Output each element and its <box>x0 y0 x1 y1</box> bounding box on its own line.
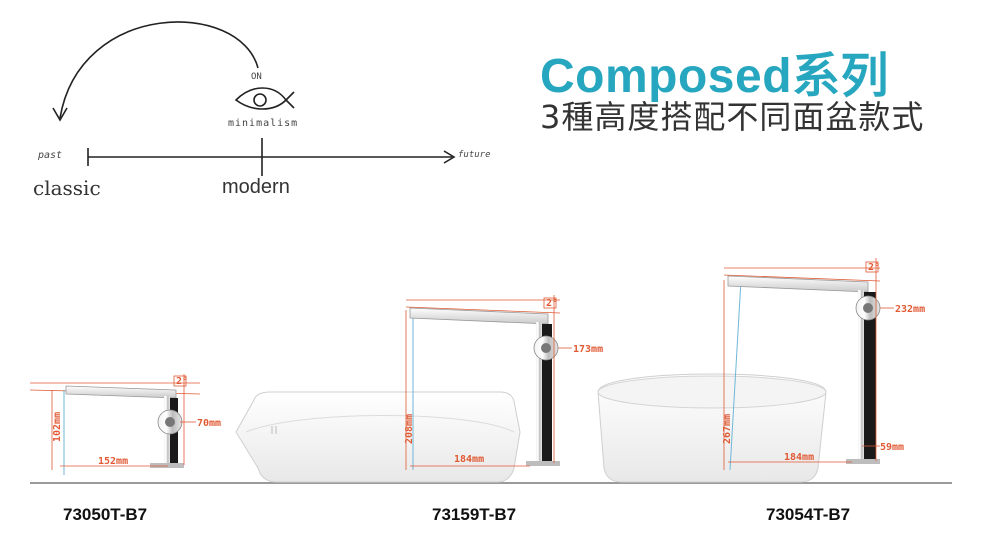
model-label-73054: 73054T-B7 <box>766 505 851 524</box>
sketch-on-label: ON <box>251 72 262 82</box>
faucet-73159 <box>405 295 572 470</box>
dim-height-73054: 267mm <box>722 414 733 444</box>
model-label-73159: 73159T-B7 <box>432 505 517 524</box>
dim-angle-73159: 2° <box>546 298 558 309</box>
sketch-minimalism-label: minimalism <box>228 118 299 129</box>
dim-spout-73159: 173mm <box>573 344 603 355</box>
dim-spout-73050: 70mm <box>197 418 221 429</box>
sketch-future-label: future <box>458 150 491 160</box>
dim-height-73050: 102mm <box>52 412 63 442</box>
sketch-past-label: past <box>38 150 63 161</box>
faucet-73054 <box>723 258 894 471</box>
dim-base-73159: 184mm <box>454 454 484 465</box>
sketch-classic-label: classic <box>33 176 101 200</box>
dim-base-73054: 184mm <box>784 452 814 463</box>
sketch-eye-icon <box>234 87 295 110</box>
dim-angle-73054: 2° <box>868 262 880 273</box>
dim-base-73050: 152mm <box>98 456 128 467</box>
dim-handle-73054: 59mm <box>880 442 904 453</box>
basin-round <box>597 373 827 483</box>
dim-spout-73054: 232mm <box>895 304 925 315</box>
sketch-timeline <box>87 138 456 176</box>
sketch-modern-label: modern <box>222 176 290 198</box>
series-title: Composed系列 <box>540 50 890 103</box>
faucet-73050 <box>29 374 201 475</box>
dim-angle-73050: 2° <box>176 376 188 387</box>
dim-height-73159: 208mm <box>404 414 415 444</box>
sketch-arc-arrow <box>52 21 259 122</box>
basin-square <box>235 391 521 483</box>
series-subtitle: 3種高度搭配不同面盆款式 <box>540 98 925 136</box>
model-label-73050: 73050T-B7 <box>63 505 148 524</box>
